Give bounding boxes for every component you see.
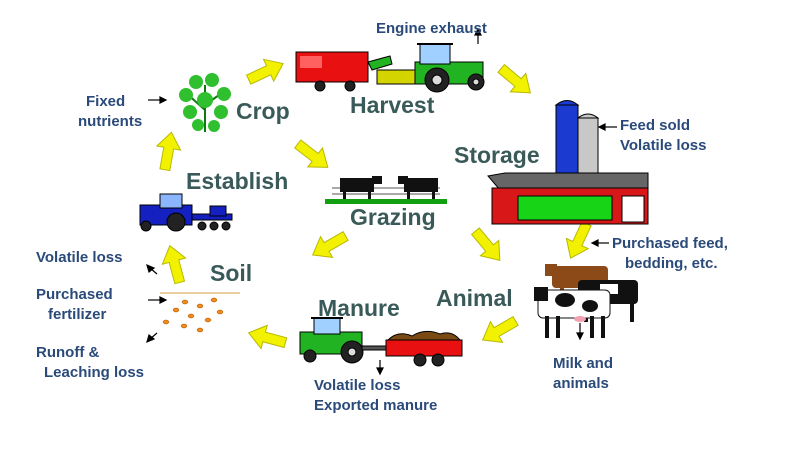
stage-label-crop: Crop	[236, 98, 290, 124]
crop-plant-icon	[179, 73, 231, 132]
note-storage-volatile-loss: Volatile loss	[620, 137, 707, 154]
note-bedding: bedding, etc.	[625, 255, 718, 272]
note-nutrients: nutrients	[78, 113, 143, 130]
arrow-animal-to-manure	[476, 310, 523, 351]
note-exported-manure: Exported manure	[314, 397, 438, 414]
arrow-harvest-to-storage	[492, 58, 539, 103]
note-animals: animals	[553, 375, 609, 392]
note-soil-volatile-loss: Volatile loss	[36, 249, 123, 266]
silo-barn-icon	[487, 100, 649, 225]
stage-label-harvest: Harvest	[350, 92, 435, 118]
note-runoff: Runoff &	[36, 344, 100, 361]
note-purchased: Purchased	[36, 286, 113, 303]
arrow-manure-to-soil	[245, 320, 289, 355]
note-purchased-feed: Purchased feed,	[612, 235, 728, 252]
arrow-crop-to-harvest	[243, 52, 289, 91]
stage-label-soil: Soil	[210, 260, 253, 286]
harvester-icon	[295, 43, 485, 93]
arrow-establish-to-crop	[152, 129, 184, 173]
note-feed-sold: Feed sold	[620, 117, 691, 134]
manure-spreader-icon	[299, 317, 463, 367]
stage-label-grazing: Grazing	[350, 204, 436, 230]
note-milk-and: Milk and	[553, 355, 614, 372]
note-leaching-loss: Leaching loss	[44, 364, 145, 381]
note-fertilizer: fertilizer	[48, 306, 107, 323]
flow-arrows	[146, 27, 617, 376]
stage-label-manure: Manure	[318, 295, 400, 321]
note-fixed: Fixed	[86, 93, 126, 110]
stage-label-animal: Animal	[436, 285, 513, 311]
planter-tractor-icon	[139, 193, 233, 232]
note-manure-volatile-loss: Volatile loss	[314, 377, 401, 394]
arrow-grazing-to-soil	[306, 225, 353, 266]
arrow-storage-to-animal	[559, 218, 598, 264]
note-engine-exhaust: Engine exhaust	[376, 20, 487, 37]
stage-label-storage: Storage	[454, 142, 540, 168]
fertilizer-granules-icon	[160, 292, 240, 333]
stage-label-establish: Establish	[186, 168, 289, 194]
grazing-cattle-icon	[325, 176, 447, 204]
arrow-soil-to-establish	[157, 242, 192, 286]
arrow-crop-to-grazing	[289, 133, 336, 178]
arrow-grazing-to-animal	[465, 222, 510, 269]
cows-icon	[534, 264, 638, 338]
